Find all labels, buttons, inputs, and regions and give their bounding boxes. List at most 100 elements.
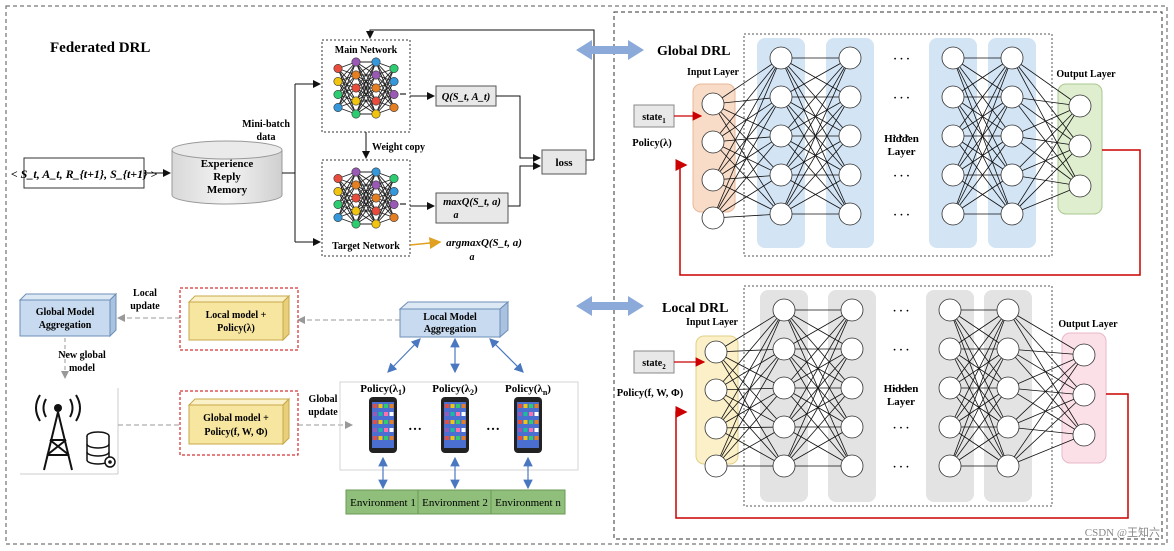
neuron [371, 193, 381, 203]
device-ellipsis-2: … [486, 419, 500, 434]
input-hidden-edge [712, 135, 782, 219]
experience-memory-line3: Memory [207, 184, 248, 196]
hidden-edge [952, 57, 1013, 137]
hidden-edge [949, 387, 1009, 467]
connection [355, 171, 377, 199]
hidden-output-edge [1011, 96, 1081, 107]
input-hidden-edge [715, 387, 785, 467]
output-layer-label: Output Layer [1056, 69, 1116, 80]
neuron [371, 167, 381, 177]
app-icon [518, 404, 522, 408]
app-icon [456, 404, 460, 408]
smartphone-icon [514, 397, 542, 453]
hidden-edge [952, 57, 1013, 176]
app-icon [445, 420, 449, 424]
input-neuron [701, 206, 725, 230]
hidden-output-edge [1007, 387, 1085, 436]
connection [355, 171, 377, 225]
app-icon [445, 404, 449, 408]
neuron [371, 70, 381, 80]
global-aggr-line2: Aggregation [39, 320, 92, 331]
hidden-neuron [938, 415, 962, 439]
neuron [333, 200, 343, 210]
neuron [333, 174, 343, 184]
hidden-neuron [840, 298, 864, 322]
input-neuron [704, 416, 728, 440]
app-icon [523, 412, 528, 416]
policy-subscript: n [543, 388, 548, 397]
hidden-output-edge [1011, 135, 1081, 187]
hidden-edge [952, 57, 1013, 215]
input-hidden-edge [712, 141, 782, 176]
new-global-line2: model [69, 363, 95, 374]
neuron [351, 96, 361, 106]
hidden-neuron [769, 202, 793, 226]
hidden-output-edge [1007, 434, 1085, 467]
layer-ellipsis: · · · [893, 344, 910, 356]
global-model-policy-box: Global model + Policy(f, W, Φ) [187, 397, 291, 446]
app-icon [389, 436, 394, 440]
app-icon [518, 428, 522, 432]
input-hidden-edge [715, 309, 785, 467]
device-ellipsis-1: … [408, 419, 422, 434]
output-neuron [1072, 383, 1096, 407]
hidden-output-edge [1007, 394, 1085, 467]
app-icon [450, 420, 455, 424]
app-icon [518, 420, 522, 424]
transition-tuple-box: < S_t, A_t, R_{t+1}, S_{t+1} > [11, 157, 157, 189]
hidden-neuron [838, 85, 862, 109]
hidden-output-edge [1007, 348, 1085, 396]
neuron [351, 180, 361, 190]
neuron [351, 193, 361, 203]
app-icon [373, 428, 377, 432]
hidden-neuron [840, 454, 864, 478]
app-icon [378, 428, 383, 432]
hidden-output-edge [1011, 96, 1081, 187]
app-icon [445, 436, 449, 440]
hidden-edge [780, 57, 851, 215]
output-neuron [1072, 423, 1096, 447]
watermark: CSDN @王知六 [1085, 525, 1160, 539]
neuron [389, 64, 399, 74]
global-aggr-line1: Global Model [36, 307, 95, 318]
hidden-edge [780, 57, 851, 137]
hidden-edge [952, 96, 1013, 215]
hidden-output-edge [1011, 96, 1081, 147]
hidden-layer-label-2: Layer [887, 396, 915, 408]
neuron [333, 103, 343, 113]
hidden-edge [949, 426, 1009, 467]
hidden-neuron [996, 298, 1020, 322]
smartphone-icon [369, 397, 397, 453]
connection [337, 171, 357, 205]
base-station-tower-icon [35, 394, 116, 471]
app-icon [384, 436, 388, 440]
app-icon [529, 420, 533, 424]
hidden-output-edge [1011, 145, 1081, 215]
policy-label-2: Policy(λ2) [432, 383, 478, 397]
input-neuron [701, 92, 725, 116]
layer-ellipsis: · · · [893, 305, 910, 317]
connection [337, 74, 357, 108]
global-model-line2: Policy(f, W, Φ) [204, 427, 267, 438]
max-q-box [435, 192, 509, 224]
neuron [371, 96, 381, 106]
app-icon [456, 436, 460, 440]
output-neuron [1068, 174, 1092, 198]
hidden-neuron [772, 337, 796, 361]
hidden-edge [783, 426, 853, 467]
neuron [389, 103, 399, 113]
neuron [371, 109, 381, 119]
hidden-edge [783, 309, 853, 389]
input-hidden-edge [715, 309, 785, 429]
app-icon [523, 404, 528, 408]
local-model-aggregation-box: Local Model Aggregation [398, 300, 510, 339]
neuron [333, 90, 343, 100]
hidden-output-edge [1007, 354, 1085, 428]
connection [337, 61, 357, 95]
max-q-sub: a [454, 210, 459, 221]
connection [375, 68, 395, 102]
input-hidden-edge [715, 309, 785, 391]
state-label: state1 [642, 112, 666, 125]
hidden-neuron [772, 415, 796, 439]
